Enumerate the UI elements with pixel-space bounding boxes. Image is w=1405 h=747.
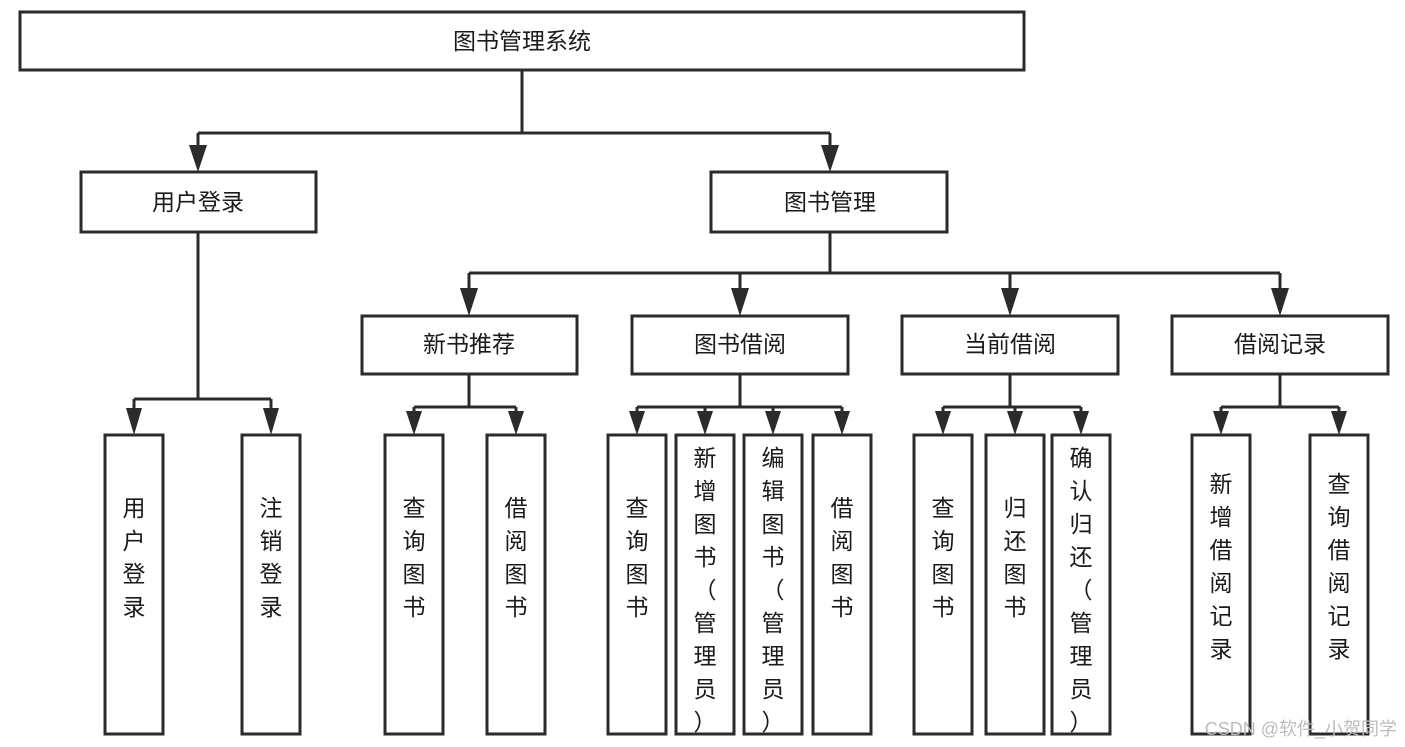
node-leaf-user-login-box[interactable] — [103, 433, 165, 736]
node-root[interactable]: 图书管理系统 — [18, 10, 1026, 72]
arrow-head-leaf-query-book-recommend — [406, 411, 422, 435]
node-root-label: 图书管理系统 — [453, 28, 591, 54]
node-leaf-add-borrow-record[interactable]: 新增借阅记录 — [1190, 433, 1252, 736]
arrow-head-book-borrow — [731, 288, 749, 316]
edge-group-new-book-recommend-to-leaves — [406, 374, 524, 435]
node-leaf-user-logout-box[interactable] — [240, 433, 302, 736]
arrow-head-leaf-user-logout — [263, 408, 279, 435]
node-leaf-query-book-recommend-label: 查询图书 — [403, 495, 426, 620]
edge-group-borrow-record-to-leaves — [1213, 374, 1347, 435]
arrow-head-leaf-user-login — [126, 408, 142, 435]
arrow-head-book-manage — [821, 145, 839, 172]
edge-group-book-borrow-to-leaves — [629, 374, 850, 435]
node-book-manage-box[interactable] — [709, 170, 949, 234]
edge-group-root-to-level1 — [189, 70, 839, 172]
node-leaf-query-book-current-box[interactable] — [912, 433, 974, 736]
node-user-login-label: 用户登录 — [152, 189, 244, 215]
node-leaf-borrow-book-recommend-box[interactable] — [485, 433, 547, 736]
node-root-box[interactable] — [18, 10, 1026, 72]
node-leaf-return-book-box[interactable] — [984, 433, 1046, 736]
arrow-head-user-login — [189, 145, 207, 172]
node-current-borrow[interactable]: 当前借阅 — [900, 314, 1120, 376]
arrow-head-leaf-query-book-borrow — [629, 411, 645, 435]
node-leaf-add-borrow-record-label: 新增借阅记录 — [1210, 471, 1233, 662]
node-leaf-user-login-label: 用户登录 — [123, 495, 146, 620]
node-leaf-edit-book[interactable]: 编辑图书（管理员） — [742, 433, 804, 736]
node-leaf-edit-book-label: 编辑图书（管理员） — [762, 445, 785, 735]
node-leaf-user-logout-label: 注销登录 — [260, 495, 283, 620]
edge-group-current-borrow-to-leaves — [935, 374, 1089, 435]
node-leaf-return-book-label: 归还图书 — [1004, 495, 1027, 620]
node-leaf-confirm-return-box[interactable] — [1050, 433, 1112, 736]
node-new-book-recommend-label: 新书推荐 — [423, 331, 515, 357]
node-leaf-query-book-borrow-box[interactable] — [606, 433, 668, 736]
node-leaf-query-borrow-record-label: 查询借阅记录 — [1328, 471, 1351, 662]
node-borrow-record-label: 借阅记录 — [1234, 331, 1326, 357]
node-current-borrow-box[interactable] — [900, 314, 1120, 376]
arrow-head-new-book-recommend — [460, 288, 478, 316]
arrow-head-current-borrow — [1001, 288, 1019, 316]
arrow-head-leaf-add-borrow-record — [1213, 411, 1229, 435]
node-book-manage[interactable]: 图书管理 — [709, 170, 949, 234]
arrow-head-leaf-add-book — [697, 411, 713, 435]
node-book-borrow[interactable]: 图书借阅 — [630, 314, 850, 376]
arrow-head-leaf-query-borrow-record — [1331, 411, 1347, 435]
node-leaf-user-logout[interactable]: 注销登录 — [240, 433, 302, 736]
arrow-head-leaf-return-book — [1007, 411, 1023, 435]
node-leaf-query-book-current-label: 查询图书 — [932, 495, 955, 620]
node-borrow-record[interactable]: 借阅记录 — [1170, 314, 1390, 376]
arrow-head-leaf-borrow-book — [834, 411, 850, 435]
node-leaf-borrow-book-box[interactable] — [811, 433, 873, 736]
node-leaf-add-borrow-record-box[interactable] — [1190, 433, 1252, 736]
node-borrow-record-box[interactable] — [1170, 314, 1390, 376]
node-leaf-query-book-borrow-label: 查询图书 — [626, 495, 649, 620]
node-leaf-edit-book-box[interactable] — [742, 433, 804, 736]
node-leaf-confirm-return[interactable]: 确认归还（管理员） — [1050, 433, 1112, 736]
node-leaf-add-book-label: 新增图书（管理员） — [694, 445, 717, 735]
node-leaf-borrow-book-label: 借阅图书 — [831, 495, 854, 620]
arrow-head-leaf-borrow-book-recommend — [508, 411, 524, 435]
node-leaf-add-book[interactable]: 新增图书（管理员） — [674, 433, 736, 736]
node-leaf-query-book-borrow[interactable]: 查询图书 — [606, 433, 668, 736]
node-new-book-recommend-box[interactable] — [360, 314, 579, 376]
arrow-head-leaf-query-book-current — [935, 411, 951, 435]
node-leaf-query-borrow-record[interactable]: 查询借阅记录 — [1308, 433, 1370, 736]
node-leaf-borrow-book-recommend[interactable]: 借阅图书 — [485, 433, 547, 736]
edge-group-book-manage-to-level2 — [460, 232, 1289, 316]
node-leaf-confirm-return-label: 确认归还（管理员） — [1070, 445, 1093, 735]
arrow-head-borrow-record — [1271, 288, 1289, 316]
node-current-borrow-label: 当前借阅 — [964, 331, 1056, 357]
node-new-book-recommend[interactable]: 新书推荐 — [360, 314, 579, 376]
node-book-manage-label: 图书管理 — [784, 189, 876, 215]
node-leaf-add-book-box[interactable] — [674, 433, 736, 736]
node-leaf-query-borrow-record-box[interactable] — [1308, 433, 1370, 736]
node-user-login[interactable]: 用户登录 — [79, 170, 318, 234]
node-book-borrow-label: 图书借阅 — [694, 331, 786, 357]
node-leaf-user-login[interactable]: 用户登录 — [103, 433, 165, 736]
node-leaf-query-book-recommend-box[interactable] — [383, 433, 445, 736]
node-leaf-borrow-book-recommend-label: 借阅图书 — [505, 495, 528, 620]
arrow-head-leaf-edit-book — [765, 411, 781, 435]
edge-group-user-login-to-leaves — [126, 232, 279, 435]
arrow-head-leaf-confirm-return — [1073, 411, 1089, 435]
node-book-borrow-box[interactable] — [630, 314, 850, 376]
node-leaf-return-book[interactable]: 归还图书 — [984, 433, 1046, 736]
node-leaf-query-book-current[interactable]: 查询图书 — [912, 433, 974, 736]
node-leaf-query-book-recommend[interactable]: 查询图书 — [383, 433, 445, 736]
node-leaf-borrow-book[interactable]: 借阅图书 — [811, 433, 873, 736]
node-user-login-box[interactable] — [79, 170, 318, 234]
